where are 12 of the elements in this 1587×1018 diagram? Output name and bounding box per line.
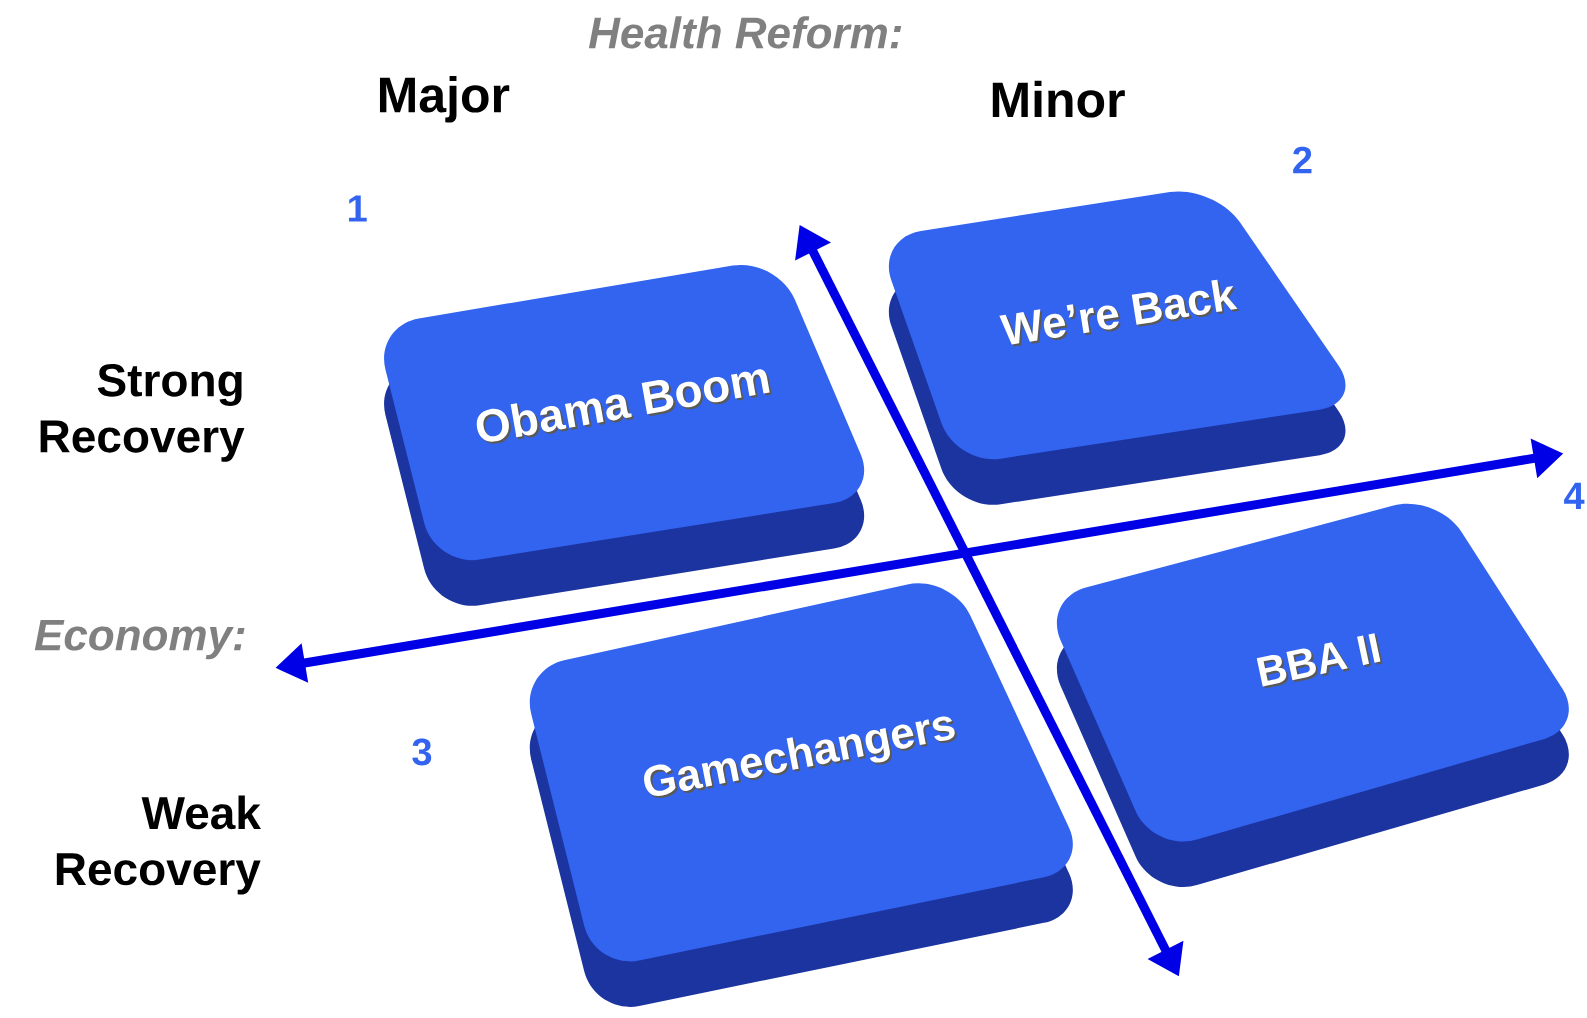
row-heading: Strong Recovery <box>40 364 245 462</box>
column-heading: Minor <box>992 80 1125 118</box>
axis-title: Economy: <box>34 619 245 660</box>
quadrant-number: 2 <box>1293 146 1312 174</box>
tile: BBA II <box>1056 503 1569 887</box>
tile: Obama Boom <box>384 264 865 606</box>
tile: We’re Back <box>888 191 1346 505</box>
column-heading: Major <box>379 75 510 123</box>
quadrant-number: 3 <box>412 738 432 766</box>
row-heading: Weak Recovery <box>56 795 261 895</box>
quadrant-number: 1 <box>349 195 367 222</box>
axis-title: Health Reform: <box>588 16 902 49</box>
